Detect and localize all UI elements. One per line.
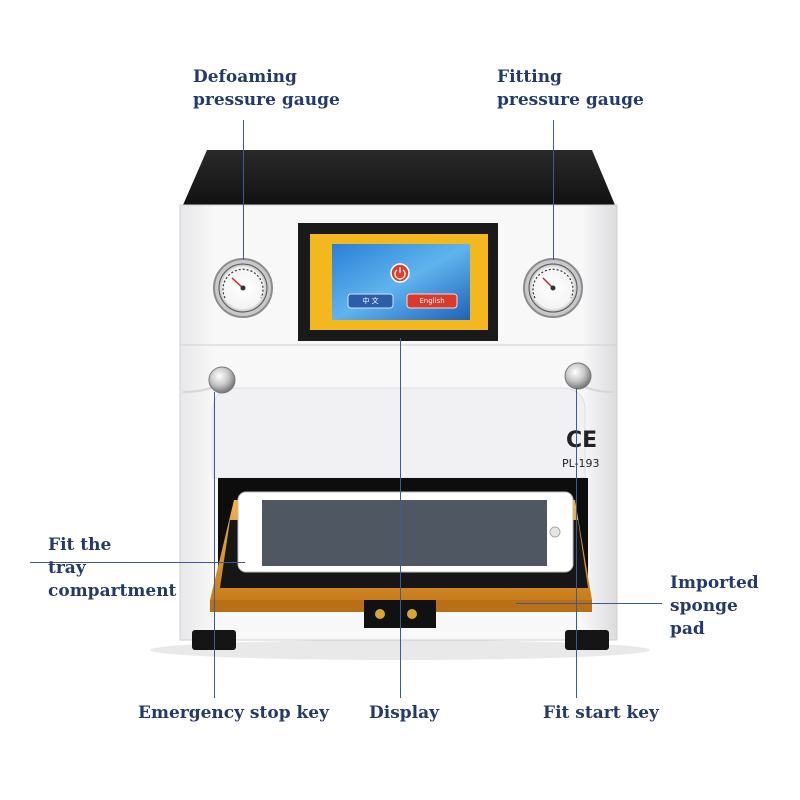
right-foot (565, 630, 609, 650)
model-number: PL-193 (562, 457, 600, 470)
leader-line-defoaming (243, 120, 244, 260)
leader-line-emergency (214, 392, 215, 698)
top-lid (183, 150, 615, 205)
leader-line-sponge (516, 603, 662, 604)
label-emergency-stop-key: Emergency stop key (138, 703, 329, 723)
leader-line-display (400, 338, 401, 698)
label-tray-compartment: Fit the tray compartment (48, 535, 177, 601)
screen-english-button: English (419, 297, 445, 305)
label-fitting-gauge: Fitting pressure gauge (497, 67, 644, 110)
ce-mark: CE (566, 428, 598, 453)
leader-line-start (576, 388, 577, 698)
label-sponge-pad: Imported sponge pad (670, 573, 759, 639)
leader-line-fitting (553, 120, 554, 260)
label-defoaming-gauge: Defoaming pressure gauge (193, 67, 340, 110)
fit-start-button (564, 362, 592, 390)
label-fit-start-key: Fit start key (543, 703, 659, 723)
emergency-stop-button (208, 366, 236, 394)
label-display: Display (369, 703, 440, 723)
leader-line-tray (30, 562, 245, 563)
screen-chinese-button: 中 文 (362, 297, 379, 305)
